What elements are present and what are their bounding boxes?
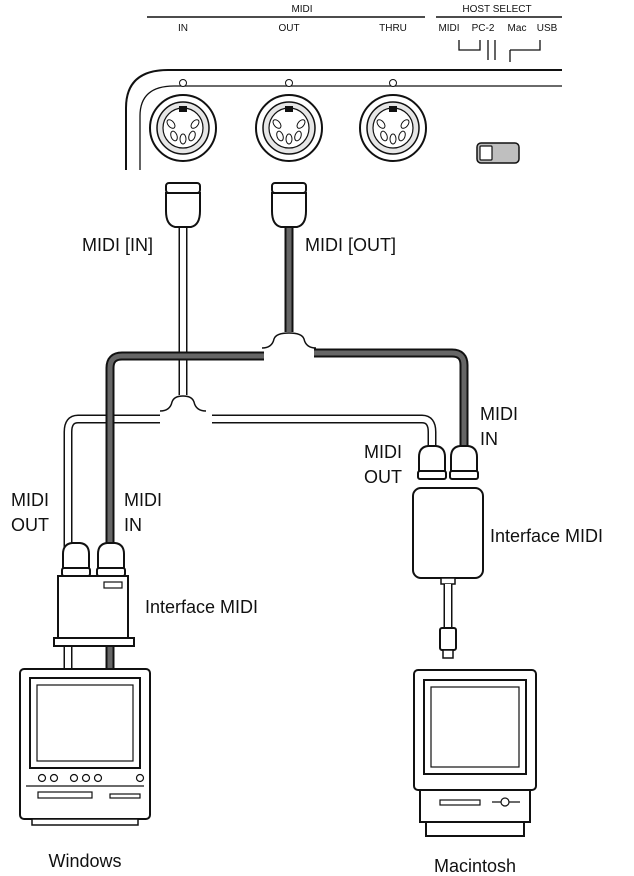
host-option-mac: Mac [508,23,527,34]
midi-group-label: MIDI [291,4,312,15]
cable-dark [105,226,469,690]
cable-label-midi-in: MIDI [IN] [82,235,153,255]
mac-midi-interface [412,487,484,659]
host-select-brackets [458,40,541,62]
midi-thru-port [359,94,427,162]
mac-plug-out [417,445,447,480]
win-midi-interface [53,575,135,647]
win-out-label-line2: OUT [11,515,49,535]
win-plug-out [61,542,91,577]
port-label-thru: THRU [379,23,407,34]
port-label-in: IN [178,23,188,34]
mac-out-label-line1: MIDI [364,442,402,462]
midi-in-port [149,94,217,162]
win-interface-label: Interface MIDI [145,597,258,617]
mac-plug-in [449,445,479,480]
host-option-usb: USB [537,23,558,34]
win-out-label-line1: MIDI [11,490,49,510]
macintosh-label: Macintosh [434,856,516,876]
port-label-out: OUT [278,23,299,34]
plug-midi-in [165,182,201,228]
mac-interface-label: Interface MIDI [490,526,603,546]
cable-light [63,226,437,690]
win-in-label-line2: IN [124,515,142,535]
mac-out-label-line2: OUT [364,467,402,487]
host-option-pc2: PC-2 [472,23,495,34]
win-plug-in [96,542,126,577]
windows-computer [19,668,151,826]
mac-in-label-line1: MIDI [480,404,518,424]
cable-label-midi-out: MIDI [OUT] [305,235,396,255]
host-option-midi: MIDI [438,23,459,34]
plug-midi-out [271,182,307,228]
windows-label: Windows [48,851,121,871]
mac-in-label-line2: IN [480,429,498,449]
device-panel [125,69,562,170]
host-select-label: HOST SELECT [462,4,531,15]
host-select-switch [476,142,520,164]
midi-out-port [255,94,323,162]
win-in-label-line1: MIDI [124,490,162,510]
macintosh-computer [413,669,537,837]
